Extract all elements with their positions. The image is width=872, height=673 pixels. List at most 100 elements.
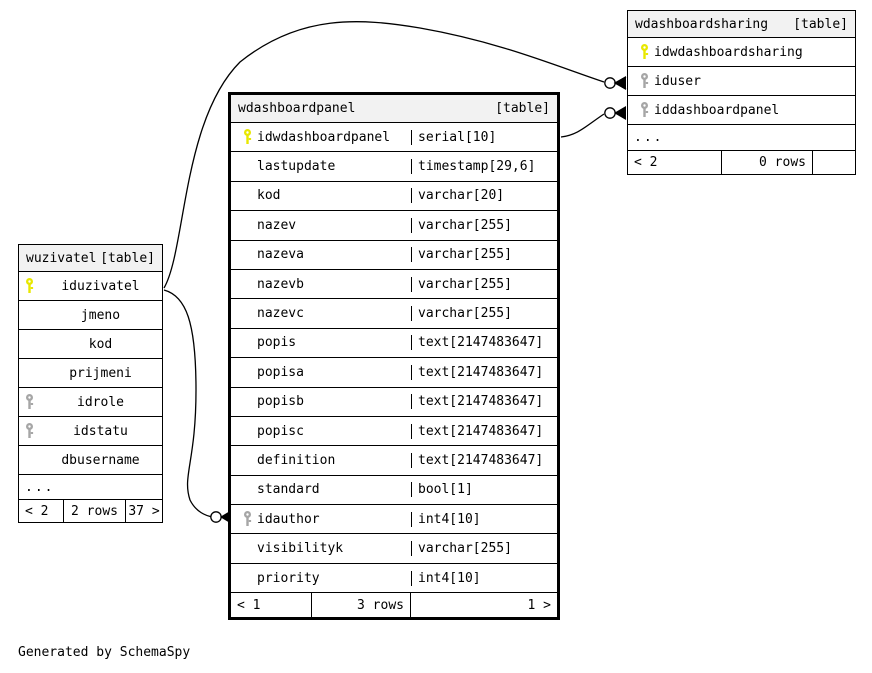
column-name: jmeno	[80, 307, 121, 323]
column-name: nazevb	[257, 276, 304, 292]
table-row[interactable]: visibilityk varchar[255]	[231, 534, 557, 564]
column-type: serial[10]	[411, 129, 557, 145]
column-type: text[2147483647]	[411, 335, 557, 351]
table-header-wuzivatel: wuzivatel [table]	[19, 245, 162, 272]
column-name: prijmeni	[69, 365, 132, 381]
table-tag: [table]	[495, 101, 550, 116]
crowsfoot-iduser	[604, 77, 616, 89]
table-row[interactable]: idwdashboardpanel serial[10]	[231, 123, 557, 153]
table-row[interactable]: iduser	[628, 67, 855, 96]
column-type: int4[10]	[411, 511, 557, 527]
column-name-cell: visibilityk	[231, 541, 411, 556]
column-name: popisb	[257, 394, 304, 410]
column-name-cell: idwdashboardsharing	[628, 44, 855, 60]
footer-next-button[interactable]: 37 >	[125, 500, 162, 522]
table-wdashboardpanel[interactable]: wdashboardpanel [table] idwdashboardpane…	[228, 92, 560, 621]
table-row[interactable]: nazeva varchar[255]	[231, 241, 557, 270]
table-row[interactable]: idauthor int4[10]	[231, 505, 557, 535]
table-row[interactable]: nazev varchar[255]	[231, 211, 557, 241]
column-name: idstatu	[73, 423, 128, 439]
table-row[interactable]: jmeno	[19, 301, 162, 330]
footer-row-count: 3 rows	[311, 593, 410, 618]
table-row[interactable]: idstatu	[19, 417, 162, 446]
generated-by-caption: Generated by SchemaSpy	[18, 645, 191, 660]
table-row[interactable]: kod varchar[20]	[231, 182, 557, 212]
column-type: text[2147483647]	[411, 364, 557, 380]
footer-prev-button[interactable]: < 1	[237, 597, 261, 613]
column-type: timestamp[29,6]	[411, 159, 557, 175]
table-row[interactable]: priority int4[10]	[231, 564, 557, 594]
column-name-cell: idauthor	[231, 511, 411, 527]
column-name: definition	[257, 452, 336, 468]
table-row[interactable]: popisc text[2147483647]	[231, 417, 557, 447]
table-row[interactable]: nazevb varchar[255]	[231, 270, 557, 300]
column-type: varchar[255]	[411, 276, 557, 292]
table-footer-wdashboardsharing: < 2 0 rows	[628, 151, 855, 174]
foreign-key-icon	[634, 102, 654, 118]
column-name: dbusername	[61, 452, 140, 468]
table-header-wdashboardsharing: wdashboardsharing [table]	[628, 11, 855, 38]
table-row[interactable]: idwdashboardsharing	[628, 38, 855, 67]
table-row[interactable]: prijmeni	[19, 359, 162, 388]
table-wuzivatel[interactable]: wuzivatel [table] iduzivatel jmeno kod p…	[18, 244, 163, 523]
primary-key-icon	[19, 278, 39, 294]
column-name: nazev	[257, 217, 297, 233]
column-type: int4[10]	[411, 570, 557, 586]
foreign-key-icon	[19, 394, 39, 410]
table-row[interactable]: standard bool[1]	[231, 476, 557, 506]
column-name-cell: popis	[231, 335, 411, 350]
column-name-cell: iduser	[628, 73, 855, 89]
table-row[interactable]: popis text[2147483647]	[231, 329, 557, 359]
table-wdashboardsharing[interactable]: wdashboardsharing [table] idwdashboardsh…	[627, 10, 856, 175]
footer-prev-button[interactable]: < 2	[25, 503, 49, 519]
column-name: idrole	[77, 394, 124, 410]
table-row[interactable]: iddashboardpanel	[628, 96, 855, 125]
foreign-key-icon	[237, 511, 257, 527]
table-row[interactable]: kod	[19, 330, 162, 359]
column-name-cell: nazevc	[231, 306, 411, 321]
table-row[interactable]: definition text[2147483647]	[231, 446, 557, 476]
column-name: lastupdate	[257, 159, 336, 175]
column-type: varchar[20]	[411, 188, 557, 204]
column-type: varchar[255]	[411, 306, 557, 322]
column-name-cell: popisc	[231, 424, 411, 439]
column-type: text[2147483647]	[411, 423, 557, 439]
column-type: varchar[255]	[411, 247, 557, 263]
table-row[interactable]: lastupdate timestamp[29,6]	[231, 152, 557, 182]
table-title: wdashboardsharing	[635, 16, 769, 32]
table-row[interactable]: iduzivatel	[19, 272, 162, 301]
table-tag: [table]	[100, 250, 155, 266]
column-name: kod	[88, 336, 113, 352]
table-row[interactable]: dbusername	[19, 446, 162, 475]
column-name: nazeva	[257, 247, 304, 263]
column-name-cell: definition	[231, 453, 411, 468]
column-name-cell: kod	[231, 188, 411, 203]
footer-prev-button[interactable]: < 2	[634, 155, 658, 170]
footer-next-button[interactable]	[812, 151, 855, 174]
foreign-key-icon	[634, 73, 654, 89]
column-type: varchar[255]	[411, 217, 557, 233]
column-name: iduzivatel	[61, 278, 140, 294]
column-name: popisa	[257, 364, 304, 380]
column-name-cell: lastupdate	[231, 159, 411, 174]
more-columns-indicator: ...	[19, 475, 162, 500]
primary-key-icon	[237, 129, 257, 145]
table-footer-wdashboardpanel: < 1 3 rows 1 >	[231, 593, 557, 618]
column-type: text[2147483647]	[411, 394, 557, 410]
table-row[interactable]: nazevc varchar[255]	[231, 299, 557, 329]
column-name-cell: standard	[231, 482, 411, 497]
table-row[interactable]: popisa text[2147483647]	[231, 358, 557, 388]
column-name-cell: nazev	[231, 218, 411, 233]
table-row[interactable]: idrole	[19, 388, 162, 417]
foreign-key-icon	[19, 423, 39, 439]
column-name: standard	[257, 482, 320, 498]
table-row[interactable]: popisb text[2147483647]	[231, 388, 557, 417]
column-name: idwdashboardsharing	[654, 44, 803, 60]
footer-next-button[interactable]: 1 >	[410, 593, 557, 618]
table-header-wdashboardpanel: wdashboardpanel [table]	[231, 95, 557, 123]
column-name-cell: nazeva	[231, 247, 411, 262]
table-tag: [table]	[793, 16, 848, 32]
table-title: wuzivatel	[26, 250, 97, 266]
edge-wdashboardpanel-to-wdashboardsharing	[560, 113, 605, 138]
footer-row-count: 2 rows	[63, 500, 125, 522]
